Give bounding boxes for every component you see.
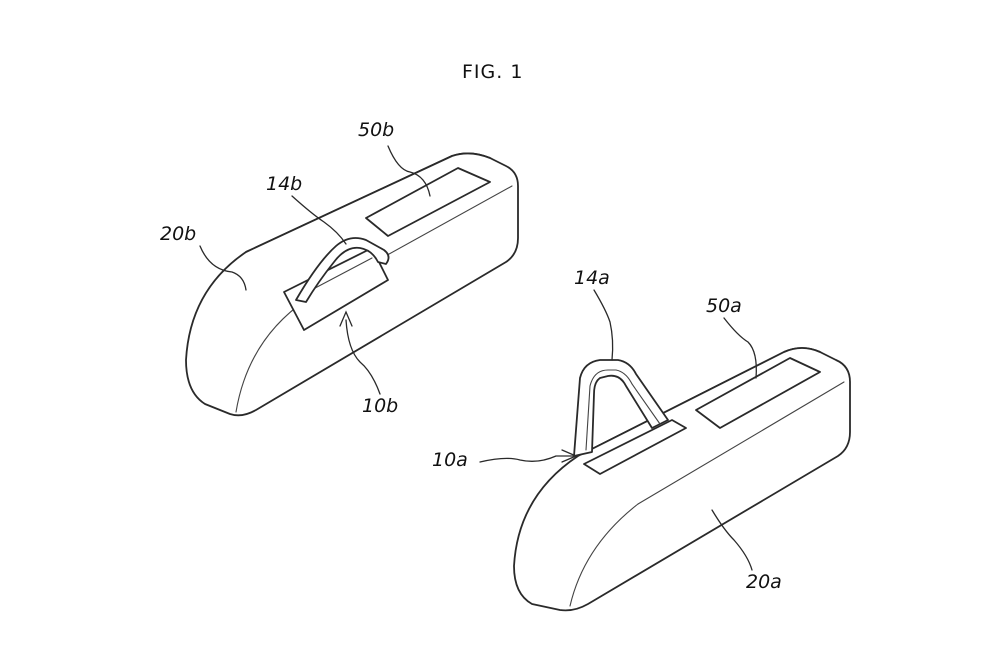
label-10a: 10a	[432, 449, 468, 471]
label-50a: 50a	[706, 295, 742, 317]
clip-14b	[295, 237, 390, 303]
window-50b	[365, 167, 491, 237]
body-20a	[513, 347, 851, 612]
leader-10b	[345, 319, 381, 395]
component-a	[513, 347, 851, 612]
arrow-10b	[339, 310, 353, 327]
slot-20b	[283, 247, 389, 331]
label-14b: 14b	[266, 173, 302, 195]
leader-20b	[199, 245, 247, 291]
leader-14a	[593, 289, 614, 361]
label-20b: 20b	[160, 223, 196, 245]
leader-14b	[291, 195, 347, 245]
figure-title: FIG. 1	[462, 61, 523, 83]
slot-20a	[583, 419, 687, 475]
body-20a-front-edge	[637, 381, 845, 505]
leader-50b	[387, 145, 431, 197]
label-20a: 20a	[746, 571, 782, 593]
label-14a: 14a	[574, 267, 610, 289]
component-b	[185, 152, 519, 417]
arrow-10a	[561, 449, 578, 463]
leader-10a	[479, 455, 575, 463]
window-50a	[695, 357, 821, 429]
leader-50a	[723, 317, 757, 379]
leader-20a	[711, 509, 753, 571]
body-20a-curve-line	[569, 503, 639, 607]
label-10b: 10b	[362, 395, 398, 417]
label-50b: 50b	[358, 119, 394, 141]
